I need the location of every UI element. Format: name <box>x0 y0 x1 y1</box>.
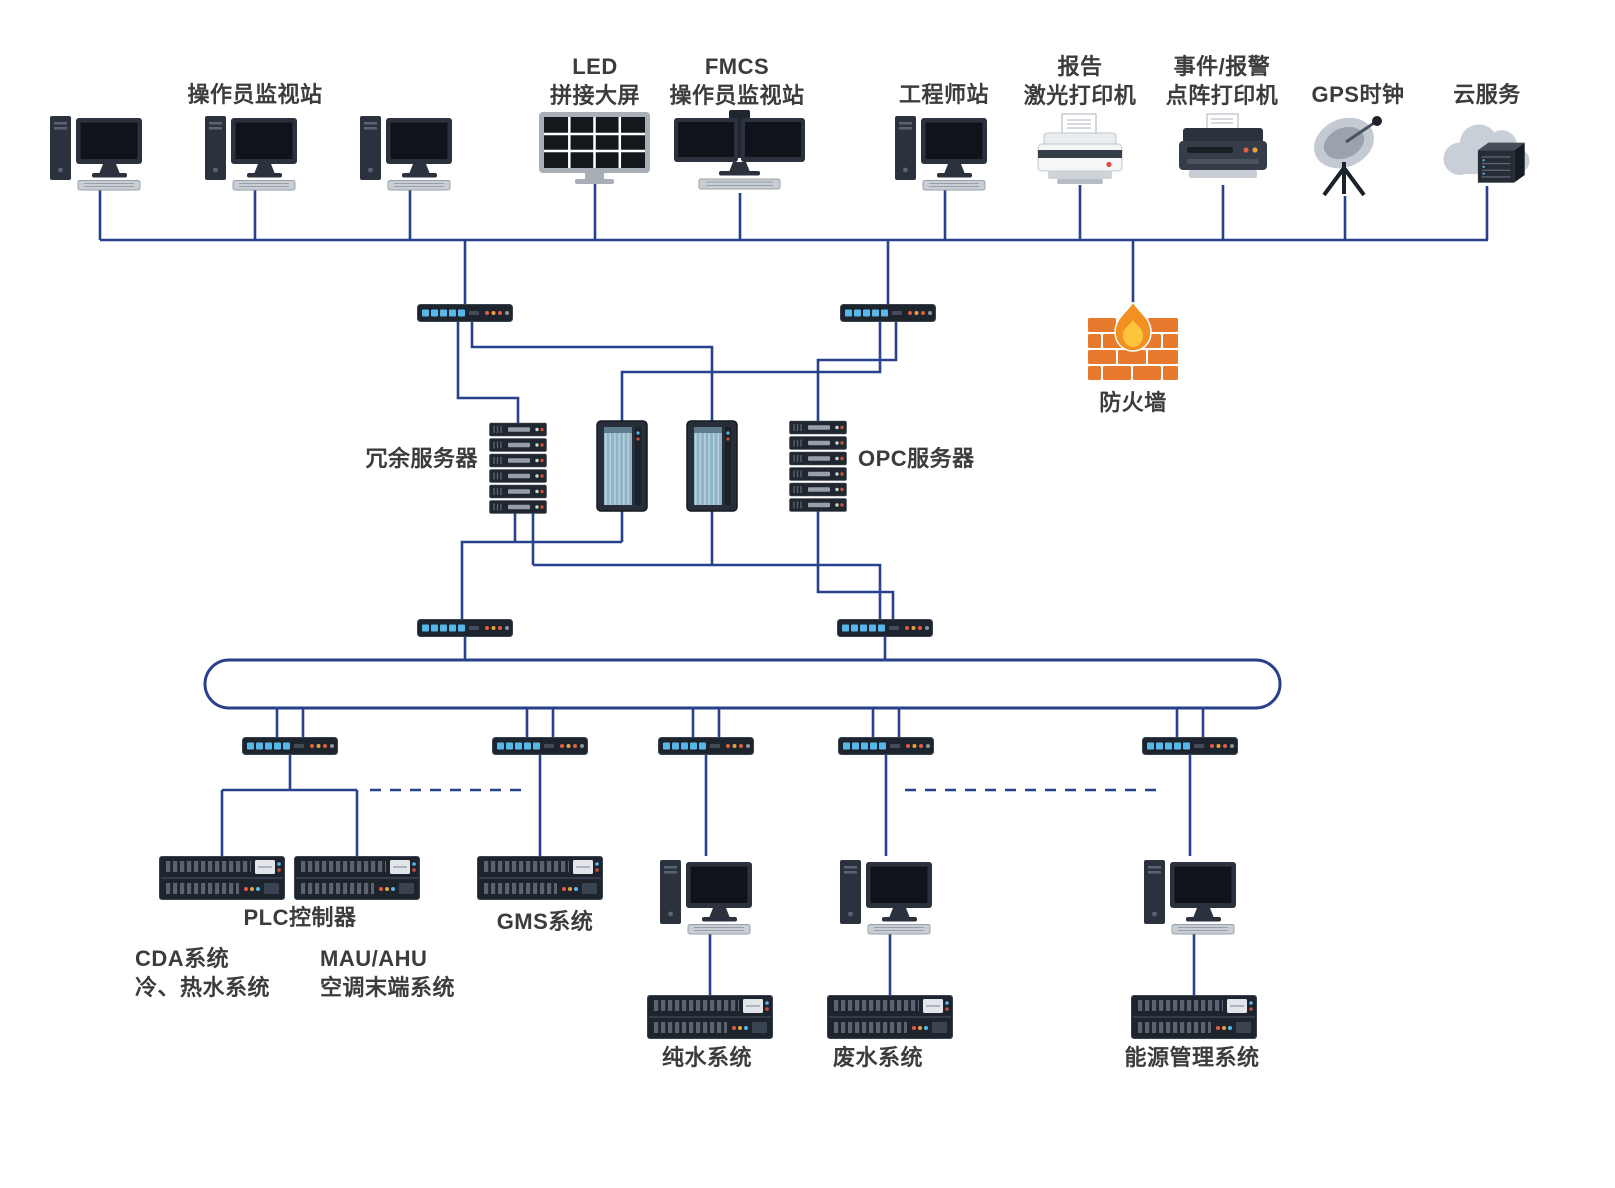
label-energy-management-system: 能源管理系统 <box>1124 1045 1260 1070</box>
ring-attachment-lines <box>275 637 1205 737</box>
operator-workstation-3-icon <box>358 112 463 192</box>
fmcs-dual-workstation-icon <box>672 110 807 195</box>
field-switch-3-icon <box>658 737 754 755</box>
core-switch-right-icon <box>840 304 936 322</box>
server-to-distribution-lines <box>460 511 895 619</box>
label-pure-water-system: 纯水系统 <box>661 1045 753 1070</box>
pure-water-workstation-icon <box>658 856 763 936</box>
label-gps-clock: GPS时钟 <box>1311 82 1405 107</box>
dot-matrix-printer-icon <box>1173 112 1273 187</box>
label-opc-server: OPC服务器 <box>858 446 975 471</box>
top-bus-lines <box>98 183 1489 320</box>
operator-workstation-1-icon <box>48 112 153 192</box>
operator-workstation-2-icon <box>203 112 308 192</box>
label-firewall: 防火墙 <box>1099 390 1167 415</box>
pure-water-plc-rack-icon <box>647 995 773 1039</box>
plc-rack-mau-icon <box>294 856 420 900</box>
gms-rack-icon <box>477 856 603 900</box>
field-device-lines <box>220 755 1196 995</box>
laser-printer-icon <box>1030 112 1130 187</box>
ring-network-bus <box>203 658 1282 710</box>
plc-rack-cda-icon <box>159 856 285 900</box>
tower-server-1-icon <box>596 420 648 512</box>
core-switch-left-icon <box>417 304 513 322</box>
field-switch-5-icon <box>1142 737 1238 755</box>
label-laser-printer: 报告 激光打印机 <box>1023 54 1137 109</box>
tower-server-2-icon <box>686 420 738 512</box>
cloud-server-icon <box>1434 116 1539 194</box>
energy-plc-rack-icon <box>1131 995 1257 1039</box>
label-led-wall: LED 拼接大屏 <box>549 54 641 109</box>
firewall-brick-flame-icon <box>1087 302 1179 382</box>
label-plc-controller: PLC控制器 <box>243 905 357 930</box>
label-cda-system: CDA系统 冷、热水系统 <box>135 946 271 1001</box>
label-waste-water-system: 废水系统 <box>832 1045 924 1070</box>
engineer-workstation-icon <box>893 112 998 192</box>
waste-water-plc-rack-icon <box>827 995 953 1039</box>
core-to-server-lines <box>456 322 898 423</box>
label-fmcs-station: FMCS 操作员监视站 <box>669 54 805 109</box>
label-dot-matrix-printer: 事件/报警 点阵打印机 <box>1165 54 1279 109</box>
label-cloud-service: 云服务 <box>1453 82 1521 107</box>
label-redundant-server: 冗余服务器 <box>365 446 478 471</box>
waste-water-workstation-icon <box>838 856 943 936</box>
field-switch-4-icon <box>838 737 934 755</box>
label-engineer-station: 工程师站 <box>898 82 990 107</box>
energy-workstation-icon <box>1142 856 1247 936</box>
redundant-server-stack-icon <box>488 422 548 514</box>
label-gms-system: GMS系统 <box>496 909 594 934</box>
label-operator-station: 操作员监视站 <box>187 82 323 107</box>
led-video-wall-icon <box>537 110 652 185</box>
label-mau-ahu-system: MAU/AHU 空调末端系统 <box>320 946 456 1001</box>
distribution-switch-left-icon <box>417 619 513 637</box>
opc-server-stack-icon <box>788 420 848 512</box>
gps-satellite-dish-icon <box>1300 110 1395 198</box>
distribution-switch-right-icon <box>837 619 933 637</box>
field-switch-2-icon <box>492 737 588 755</box>
field-switch-1-icon <box>242 737 338 755</box>
